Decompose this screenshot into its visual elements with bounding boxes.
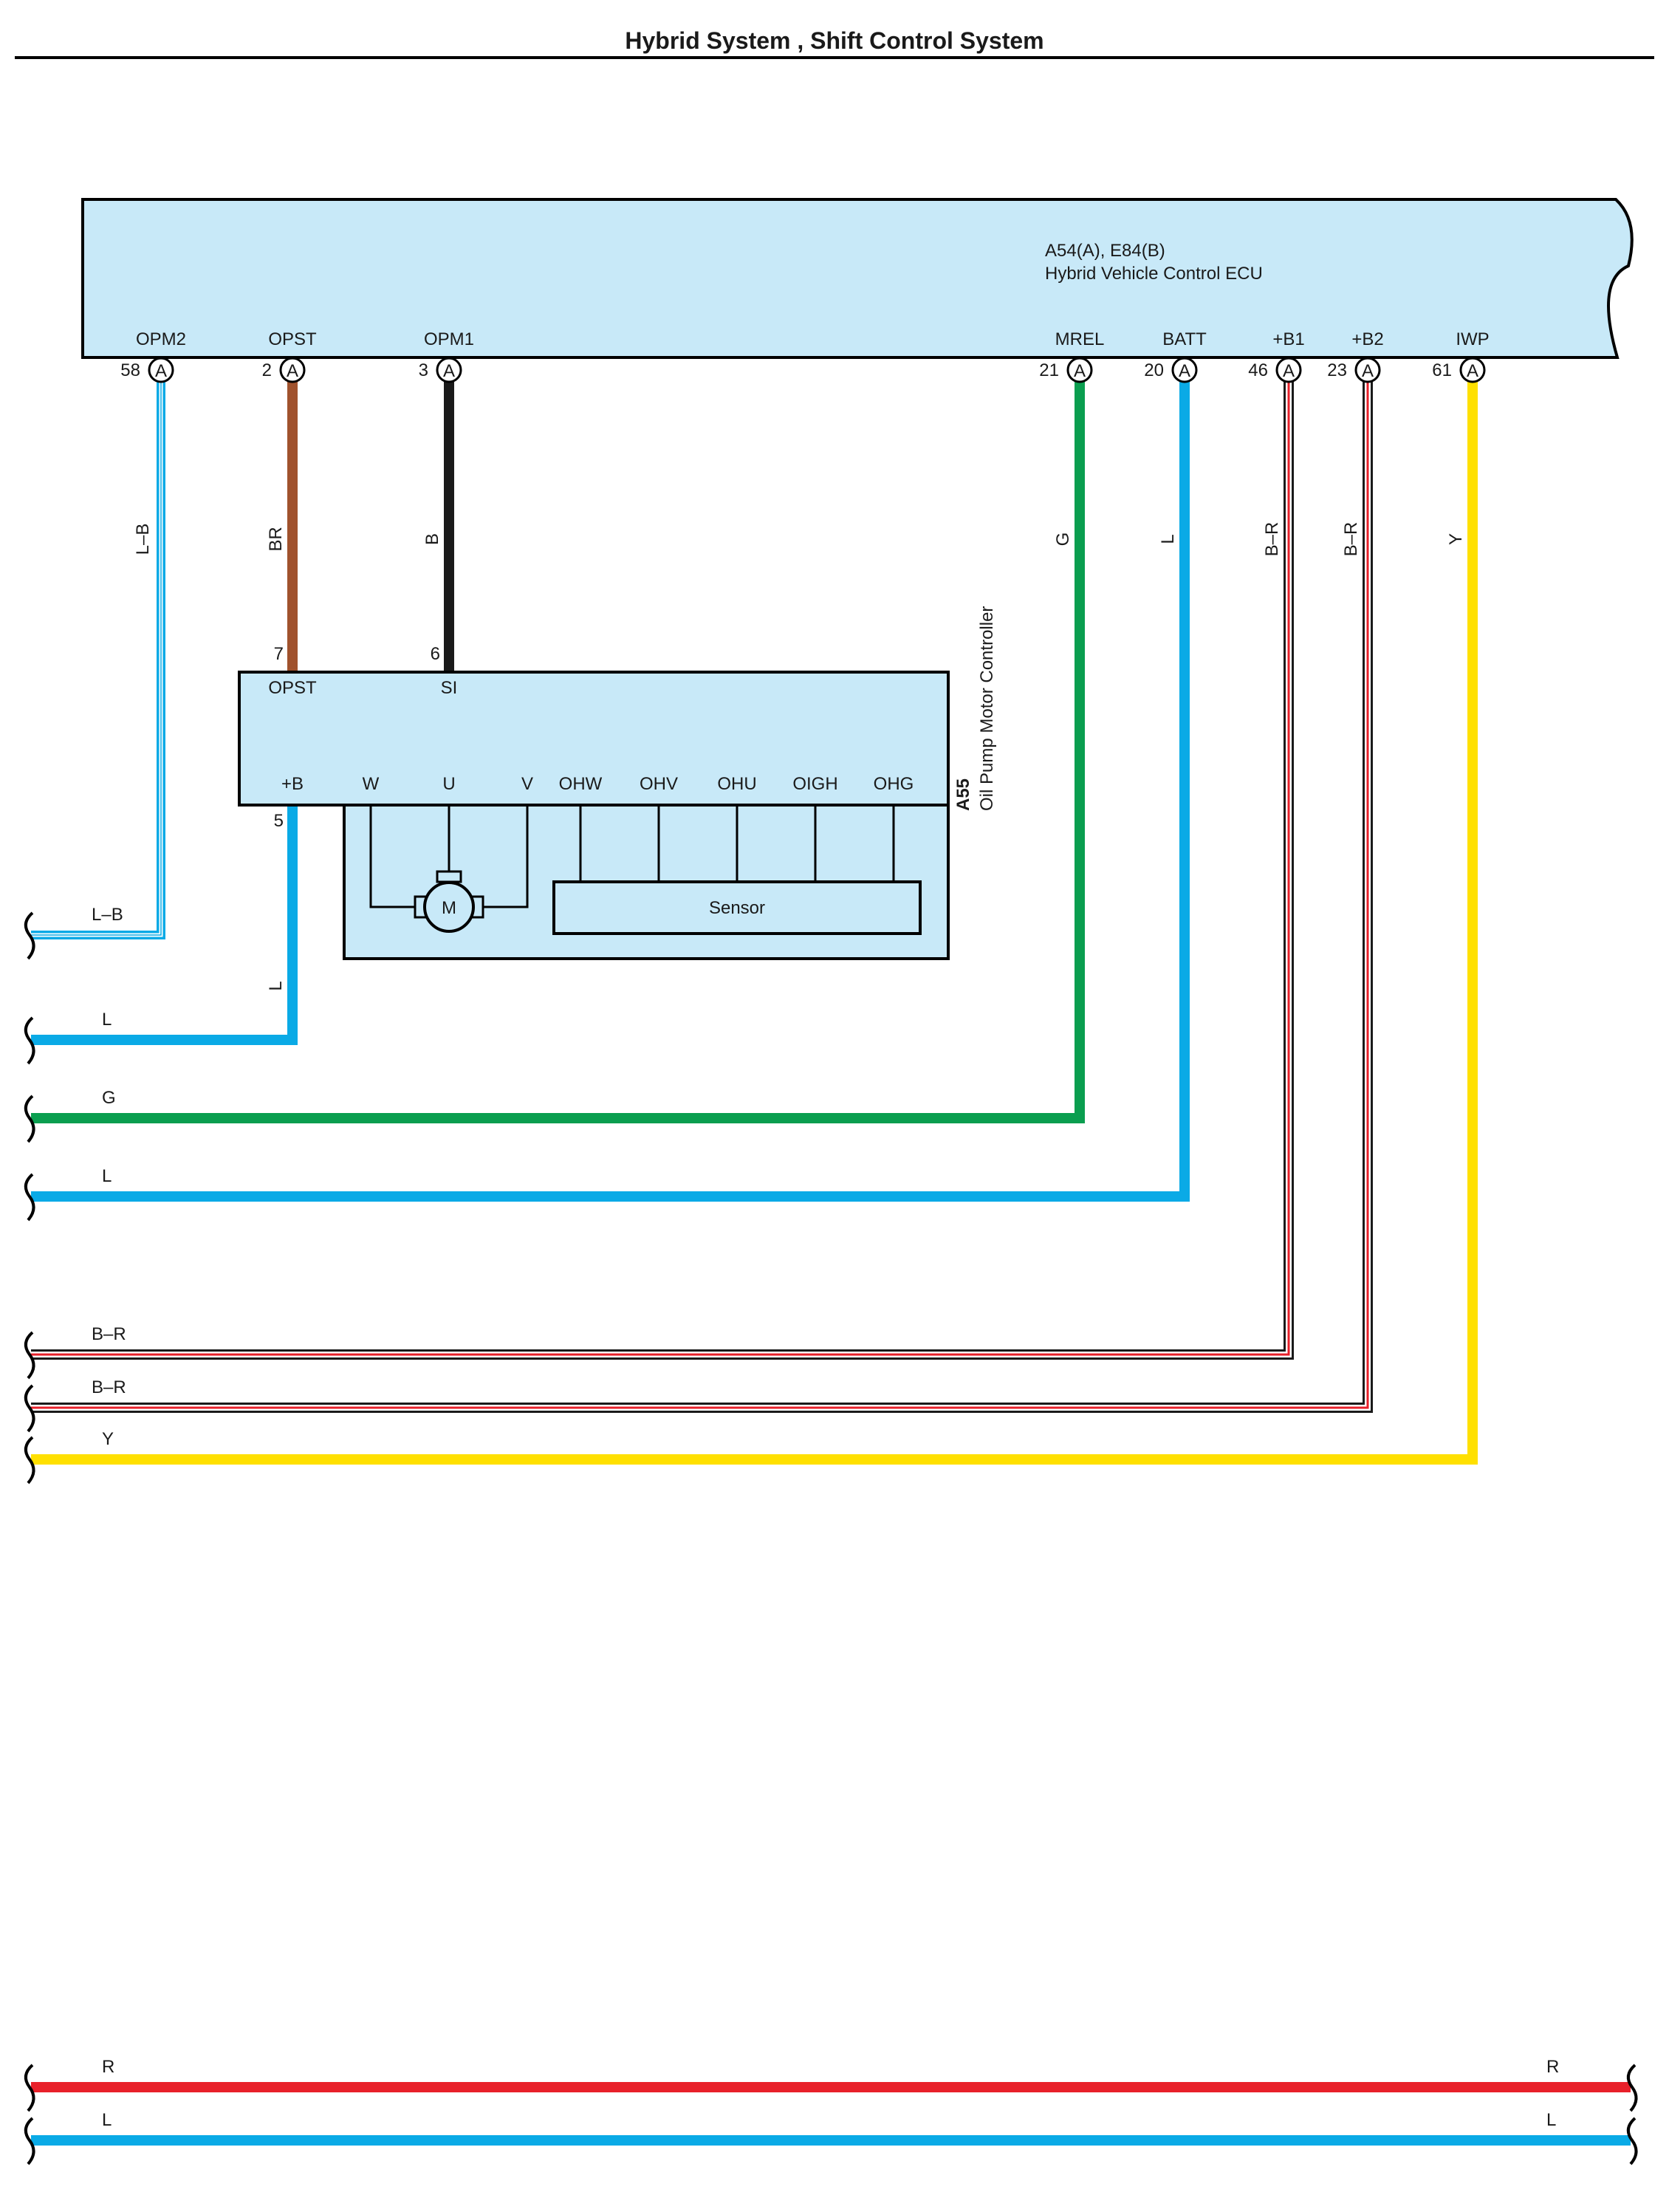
pin-b1: 46 [1248, 360, 1268, 380]
connector-opst: 2 A [262, 357, 306, 383]
controller-terminal-ohg: OHG [874, 774, 914, 794]
controller-terminal-v: V [521, 774, 533, 794]
wire-break-marks-right [1626, 2064, 1638, 2165]
pin-opm1: 3 [419, 360, 428, 380]
oil-pump-controller: 7 6 OPST SI +B 5 W U V OHW OHV OHU OIGH … [238, 606, 997, 960]
connector-iwp: 61 A [1432, 357, 1486, 383]
wire-label-mrel: G [1053, 533, 1073, 547]
ecu-terminal-mrel: MREL [1055, 329, 1105, 349]
hwire-label-br2: B–R [92, 1377, 126, 1397]
controller-terminal-si: SI [441, 678, 458, 698]
pin-iwp: 61 [1432, 360, 1452, 380]
ecu-terminal-b1: +B1 [1272, 329, 1304, 349]
sensor-box [552, 880, 922, 935]
controller-upper-box [238, 671, 950, 807]
ecu-terminal-b2: +B2 [1351, 329, 1383, 349]
hwire-label-l-left: L [102, 2110, 112, 2130]
hwire-label-br1: B–R [92, 1324, 126, 1344]
wire-break-marks-left [24, 911, 35, 2165]
conn-letter-opm2: A [155, 361, 167, 381]
wire-label-b1: B–R [1262, 522, 1282, 557]
controller-terminal-u: U [442, 774, 455, 794]
wire-label-opst: BR [266, 527, 286, 551]
wire-label-batt: L [1158, 534, 1178, 544]
conn-letter-batt: A [1179, 361, 1190, 381]
wire-label-iwp: Y [1446, 533, 1466, 545]
ecu-outline [81, 198, 1634, 359]
motor-icon: M [414, 870, 484, 933]
wire-b2-br [31, 378, 1373, 1413]
controller-terminal-ohv: OHV [640, 774, 678, 794]
wire-batt-l [31, 378, 1190, 1202]
connector-b1: 46 A [1248, 357, 1302, 383]
ecu-name: Hybrid Vehicle Control ECU [1045, 264, 1263, 284]
connector-opm2: 58 A [120, 357, 174, 383]
ecu-terminal-opm1: OPM1 [424, 329, 474, 349]
ecu-terminal-opst: OPST [268, 329, 317, 349]
controller-pin-plusb: 5 [274, 811, 284, 831]
controller-terminal-w: W [363, 774, 380, 794]
hwire-label-l2: L [102, 1166, 112, 1186]
controller-terminal-ohu: OHU [717, 774, 756, 794]
ecu-box: A54(A), E84(B) Hybrid Vehicle Control EC… [81, 198, 1634, 359]
sensor-label: Sensor [709, 898, 765, 918]
hwire-label-y: Y [102, 1429, 114, 1449]
conn-letter-opm1: A [443, 361, 455, 381]
conn-letter-iwp: A [1467, 361, 1478, 381]
hwire-label-r-left: R [102, 2057, 114, 2077]
wire-plusb-l [31, 805, 298, 1045]
ecu-terminal-opm2: OPM2 [136, 329, 186, 349]
hwire-label-lb: L–B [92, 905, 123, 925]
pin-batt: 20 [1144, 360, 1164, 380]
ecu-connectors: 58 A 2 A 3 A 21 A 20 A 46 A [120, 357, 1486, 383]
ecu-terminal-batt: BATT [1162, 329, 1207, 349]
wire-label-opm1: B [422, 533, 442, 545]
wire-opm2-lb [31, 378, 165, 939]
connector-opm1: 3 A [419, 357, 462, 383]
controller-terminal-plusb: +B [281, 774, 304, 794]
pin-b2: 23 [1327, 360, 1347, 380]
motor-wiring [369, 805, 529, 908]
hwire-label-l-right: L [1546, 2110, 1556, 2130]
conn-letter-b2: A [1362, 361, 1374, 381]
pin-opm2: 58 [120, 360, 140, 380]
controller-pin-si: 6 [431, 644, 440, 664]
wire-b1-br [31, 378, 1294, 1360]
hwire-label-l1: L [102, 1010, 112, 1030]
controller-name: Oil Pump Motor Controller [977, 606, 997, 811]
page-title: Hybrid System , Shift Control System [625, 27, 1043, 54]
connector-batt: 20 A [1144, 357, 1198, 383]
conn-letter-b1: A [1283, 361, 1295, 381]
ecu-code: A54(A), E84(B) [1045, 241, 1165, 261]
controller-pin-opst: 7 [274, 644, 284, 664]
wire-label-plusb: L [266, 981, 286, 990]
pin-opst: 2 [262, 360, 272, 380]
conn-letter-opst: A [287, 361, 298, 381]
controller-terminal-opst: OPST [268, 678, 317, 698]
controller-terminal-ohw: OHW [559, 774, 603, 794]
controller-code: A55 [953, 778, 973, 811]
connector-mrel: 21 A [1039, 357, 1093, 383]
wire-iwp-y [31, 378, 1478, 1465]
motor-label: M [442, 898, 456, 918]
connector-b2: 23 A [1327, 357, 1381, 383]
wire-label-b2: B–R [1341, 522, 1361, 557]
conn-letter-mrel: A [1074, 361, 1086, 381]
controller-terminal-oigh: OIGH [792, 774, 837, 794]
wire-mrel-g [31, 378, 1085, 1123]
pin-mrel: 21 [1039, 360, 1059, 380]
ecu-terminal-iwp: IWP [1456, 329, 1489, 349]
hwire-label-g: G [102, 1088, 116, 1108]
hwire-label-r-right: R [1546, 2057, 1559, 2077]
wire-label-opm2: L–B [133, 524, 153, 555]
sensor-wiring [579, 805, 895, 882]
